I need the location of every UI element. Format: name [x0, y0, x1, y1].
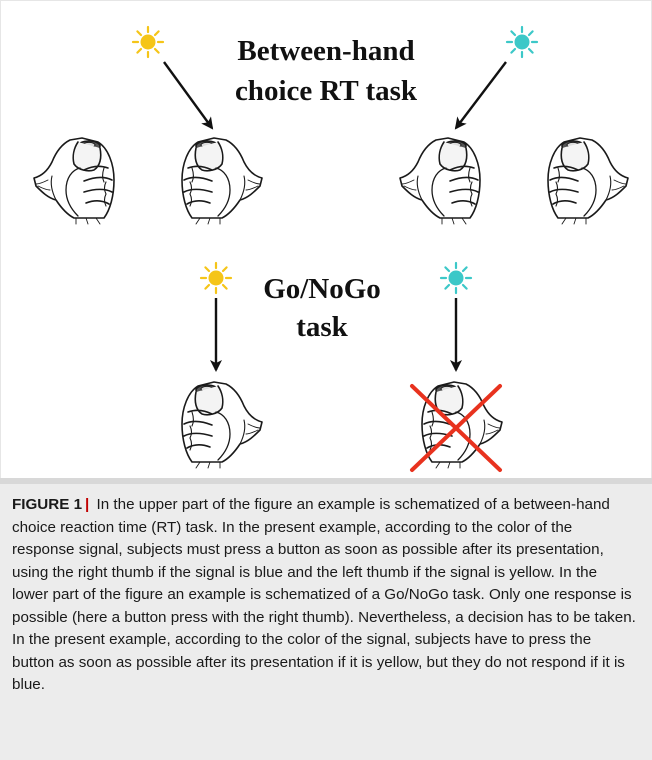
hand-holding-button-icon [181, 137, 263, 225]
sun-icon [439, 261, 473, 295]
arrow-icon [454, 61, 507, 130]
diagram-area: Between-hand choice RT task Go/NoGo task [33, 25, 629, 472]
hand-holding-button-icon [33, 137, 115, 225]
sun-icon [505, 25, 539, 59]
bottom-title-line1: Go/NoGo [263, 273, 381, 305]
frame-border-left [0, 0, 1, 478]
hand-holding-button-icon [181, 381, 263, 469]
frame-border-top [0, 0, 652, 1]
diagram-canvas: Between-hand choice RT task Go/NoGo task [33, 25, 629, 472]
top-title-line1: Between-hand [237, 35, 414, 67]
caption-text: In the upper part of the figure an examp… [12, 496, 636, 693]
top-title-line2: choice RT task [235, 75, 418, 107]
caption-body: FIGURE 1| In the upper part of the figur… [12, 494, 636, 697]
arrow-icon [163, 61, 214, 130]
bottom-title-line2: task [296, 311, 348, 343]
hand-holding-button-icon [399, 137, 481, 225]
caption-label: FIGURE 1 [12, 496, 83, 513]
figure-caption: FIGURE 1| In the upper part of the figur… [0, 478, 652, 760]
sun-icon [199, 261, 233, 295]
hand-holding-button-icon [547, 137, 629, 225]
sun-icon [131, 25, 165, 59]
cross-icon [410, 384, 502, 472]
caption-separator: | [85, 496, 90, 513]
